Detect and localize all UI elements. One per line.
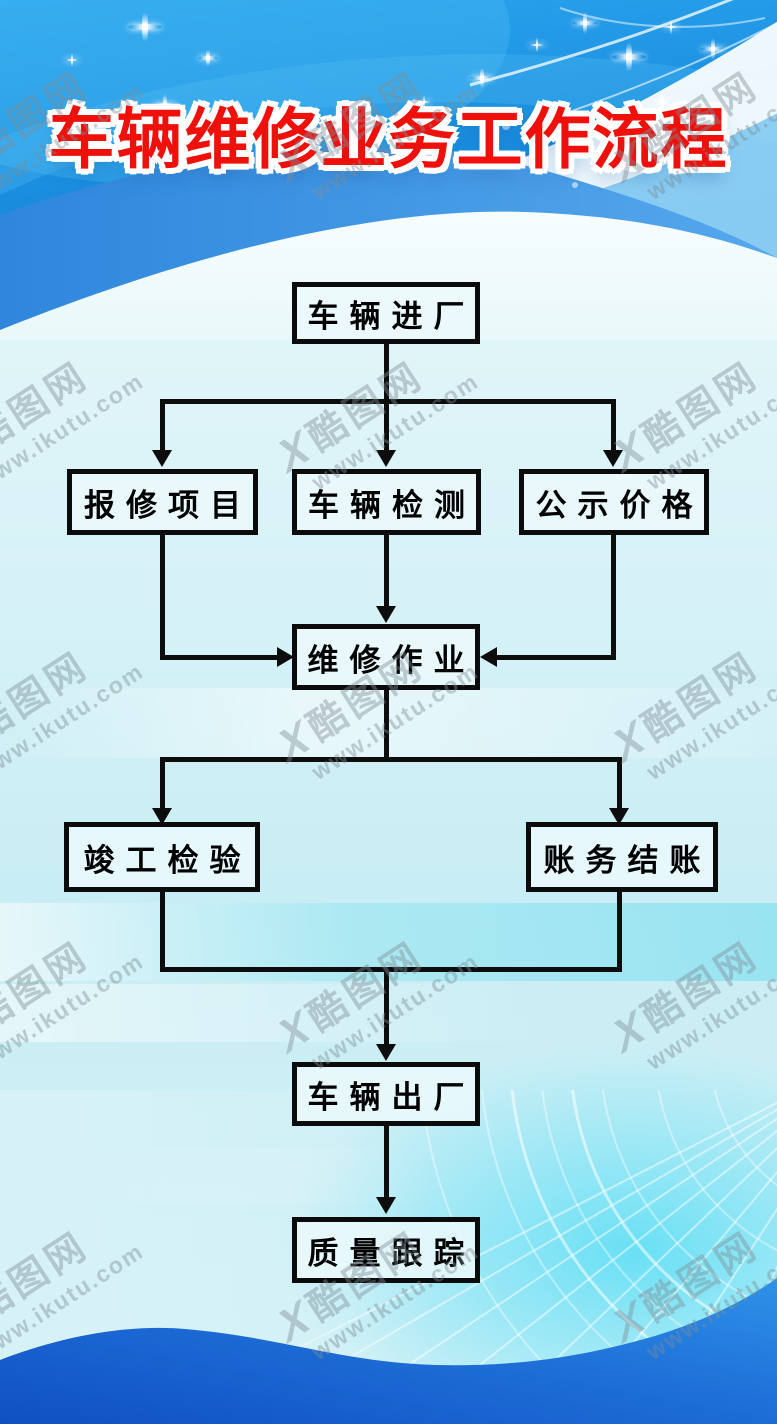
connector-line [384, 342, 389, 404]
flow-node-label: 车辆出厂 [307, 1079, 476, 1115]
watermark-url: www.ikutu.com [641, 947, 777, 1075]
flow-node-maintenance-work: 维修作业 [292, 624, 480, 690]
flow-node-vehicle-entry: 车辆进厂 [292, 282, 480, 344]
flow-node-label: 公示价格 [535, 487, 704, 523]
connector-line [617, 757, 622, 810]
ikutu-logo-icon: X [606, 1001, 652, 1063]
page-title: 车辆维修业务工作流程 [48, 102, 729, 176]
connector-line [617, 890, 622, 972]
flow-node-label: 维修作业 [307, 642, 476, 678]
flow-node-price-publication: 公示价格 [519, 469, 709, 535]
arrowhead-down [376, 1044, 396, 1061]
flow-node-label: 账务结账 [543, 842, 712, 878]
connector-line [160, 757, 620, 762]
connector-line [384, 688, 389, 762]
flow-node-label: 质量跟踪 [307, 1235, 476, 1271]
arrowhead-down [152, 450, 172, 467]
watermark-site-name: 酷图网 [635, 643, 767, 750]
arrowhead-right [277, 647, 294, 667]
watermark-site-name: 酷图网 [0, 353, 97, 460]
flow-node-quality-tracking: 质量跟踪 [292, 1217, 480, 1283]
connector-line [611, 535, 616, 660]
watermark-site-name: 酷图网 [0, 933, 97, 1040]
ikutu-logo-icon: X [271, 1001, 317, 1063]
arrowhead-down [152, 808, 172, 825]
connector-line [497, 655, 614, 660]
flow-node-completion-inspection: 竣工检验 [64, 822, 260, 892]
flow-node-label: 车辆检测 [308, 487, 476, 523]
watermark-site-name: 酷图网 [300, 933, 432, 1040]
arrowhead-down [609, 808, 629, 825]
connector-line [384, 1124, 389, 1199]
watermark-url: www.ikutu.com [0, 657, 149, 785]
connector-line [384, 967, 389, 1046]
arrowhead-down [376, 450, 396, 467]
connector-line [160, 967, 622, 972]
flow-node-account-settlement: 账务结账 [526, 822, 718, 892]
arrowhead-down [603, 450, 623, 467]
watermark-url: www.ikutu.com [0, 947, 149, 1075]
footer-wave [0, 1278, 777, 1424]
connector-line [160, 890, 165, 972]
watermark-url: www.ikutu.com [306, 947, 484, 1075]
flow-node-vehicle-exit: 车辆出厂 [292, 1062, 480, 1126]
arrowhead-down [376, 1197, 396, 1214]
arrowhead-left [480, 647, 497, 667]
connector-line [611, 399, 616, 452]
watermark-site-name: 酷图网 [300, 353, 432, 460]
flow-node-label: 报修项目 [84, 487, 252, 523]
watermark-site-name: 酷图网 [635, 353, 767, 460]
connector-line [160, 399, 165, 452]
flow-node-vehicle-inspection: 车辆检测 [292, 469, 481, 535]
flow-node-label: 车辆进厂 [307, 298, 476, 334]
connector-line [162, 655, 278, 660]
connector-line [384, 399, 389, 452]
connector-line [160, 535, 165, 660]
flow-node-repair-request-items: 报修项目 [67, 469, 258, 535]
watermark-site-name: 酷图网 [0, 643, 97, 750]
watermark-site-name: 酷图网 [635, 933, 767, 1040]
connector-line [160, 757, 165, 810]
arrowhead-down [376, 606, 396, 623]
flow-node-label: 竣工检验 [83, 842, 252, 878]
watermark-url: www.ikutu.com [641, 657, 777, 785]
connector-line [384, 535, 389, 608]
